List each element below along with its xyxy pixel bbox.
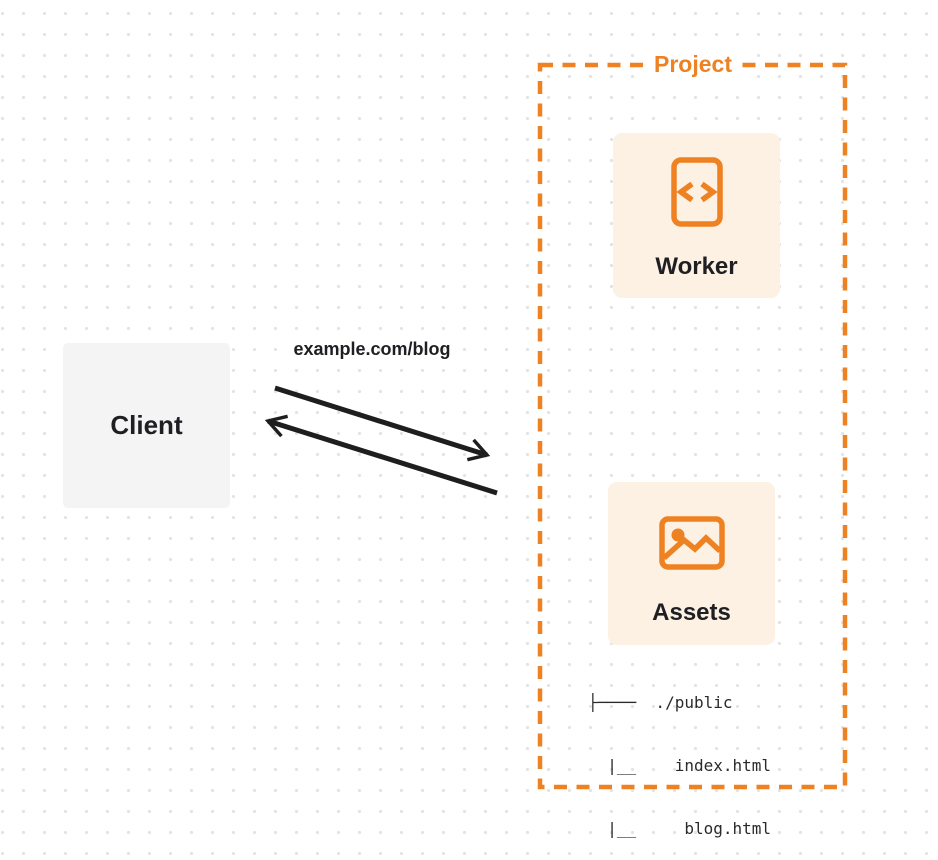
request-url-label: example.com/blog bbox=[293, 339, 451, 359]
code-file-icon bbox=[670, 157, 723, 227]
assets-label: Assets bbox=[652, 599, 731, 626]
project-dashed-boundary bbox=[537, 62, 848, 790]
tree-line-index: |__ index.html bbox=[588, 756, 772, 775]
assets-file-tree: ├──── ./public |__ index.html |__ blog.h… bbox=[588, 650, 771, 860]
worker-label: Worker bbox=[655, 253, 738, 280]
image-icon bbox=[658, 516, 725, 570]
assets-node: Assets bbox=[608, 482, 775, 645]
request-arrow bbox=[274, 385, 487, 455]
response-arrow bbox=[268, 421, 498, 496]
client-label: Client bbox=[110, 410, 183, 440]
project-label: Project bbox=[645, 51, 741, 78]
client-node: Client bbox=[63, 343, 230, 508]
tree-line-public: ├──── ./public bbox=[588, 693, 733, 712]
tree-line-blog: |__ blog.html bbox=[588, 819, 772, 838]
worker-node: Worker bbox=[613, 133, 780, 298]
